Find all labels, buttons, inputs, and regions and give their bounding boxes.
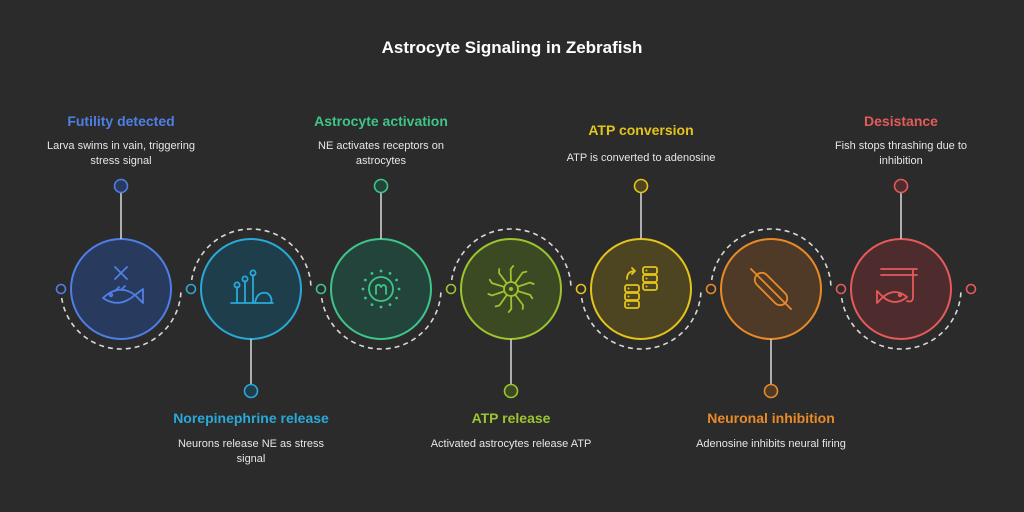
marker-dot xyxy=(763,383,779,399)
junction-dot xyxy=(445,283,457,295)
step-title: Neuronal inhibition xyxy=(707,410,835,426)
step-title: ATP conversion xyxy=(588,122,694,138)
junction-dot xyxy=(965,283,977,295)
step-title: Norepinephrine release xyxy=(173,410,329,426)
dashed-arc xyxy=(580,288,702,350)
junction-dot xyxy=(835,283,847,295)
step-title: Futility detected xyxy=(67,113,175,129)
dashed-connector xyxy=(60,228,962,350)
diagram-title: Astrocyte Signaling in Zebrafish xyxy=(381,38,643,57)
junction-dot xyxy=(185,283,197,295)
step-description: NE activates receptors on astrocytes xyxy=(318,140,444,167)
step-circle xyxy=(330,238,432,340)
junction-dot xyxy=(315,283,327,295)
cross-fish-icon xyxy=(102,266,144,304)
junction-dot xyxy=(705,283,717,295)
step-circle xyxy=(200,238,302,340)
conversion-icon xyxy=(624,266,658,309)
fish-hook-icon xyxy=(876,268,918,304)
activation-icon xyxy=(361,269,401,309)
step-description: ATP is converted to adenosine xyxy=(566,152,716,164)
step-circle xyxy=(590,238,692,340)
dashed-arc xyxy=(840,288,962,350)
step-title: Astrocyte activation xyxy=(314,113,448,129)
junction-dot xyxy=(575,283,587,295)
marker-dot xyxy=(893,178,909,194)
inhibition-icon xyxy=(750,268,792,310)
dashed-arc xyxy=(710,228,832,290)
neuron-release-icon xyxy=(230,269,274,304)
astrocyte-icon xyxy=(487,265,535,313)
step-description: Larva swims in vain, triggering stress s… xyxy=(47,140,195,167)
dashed-arc xyxy=(190,228,312,290)
dashed-arc xyxy=(60,288,182,350)
step-description: Adenosine inhibits neural firing xyxy=(696,438,846,450)
step-title: Desistance xyxy=(864,113,938,129)
junction-dot xyxy=(55,283,67,295)
step-circle xyxy=(850,238,952,340)
marker-dot xyxy=(113,178,129,194)
dashed-arc xyxy=(320,288,442,350)
dashed-arc xyxy=(450,228,572,290)
marker-dot xyxy=(503,383,519,399)
marker-dot xyxy=(373,178,389,194)
step-description: Fish stops thrashing due to inhibition xyxy=(834,140,968,167)
step-title: ATP release xyxy=(471,410,551,426)
step-description: Neurons release NE as stress signal xyxy=(177,438,325,465)
marker-dot xyxy=(243,383,259,399)
marker-dot xyxy=(633,178,649,194)
step-description: Activated astrocytes release ATP xyxy=(430,438,592,450)
